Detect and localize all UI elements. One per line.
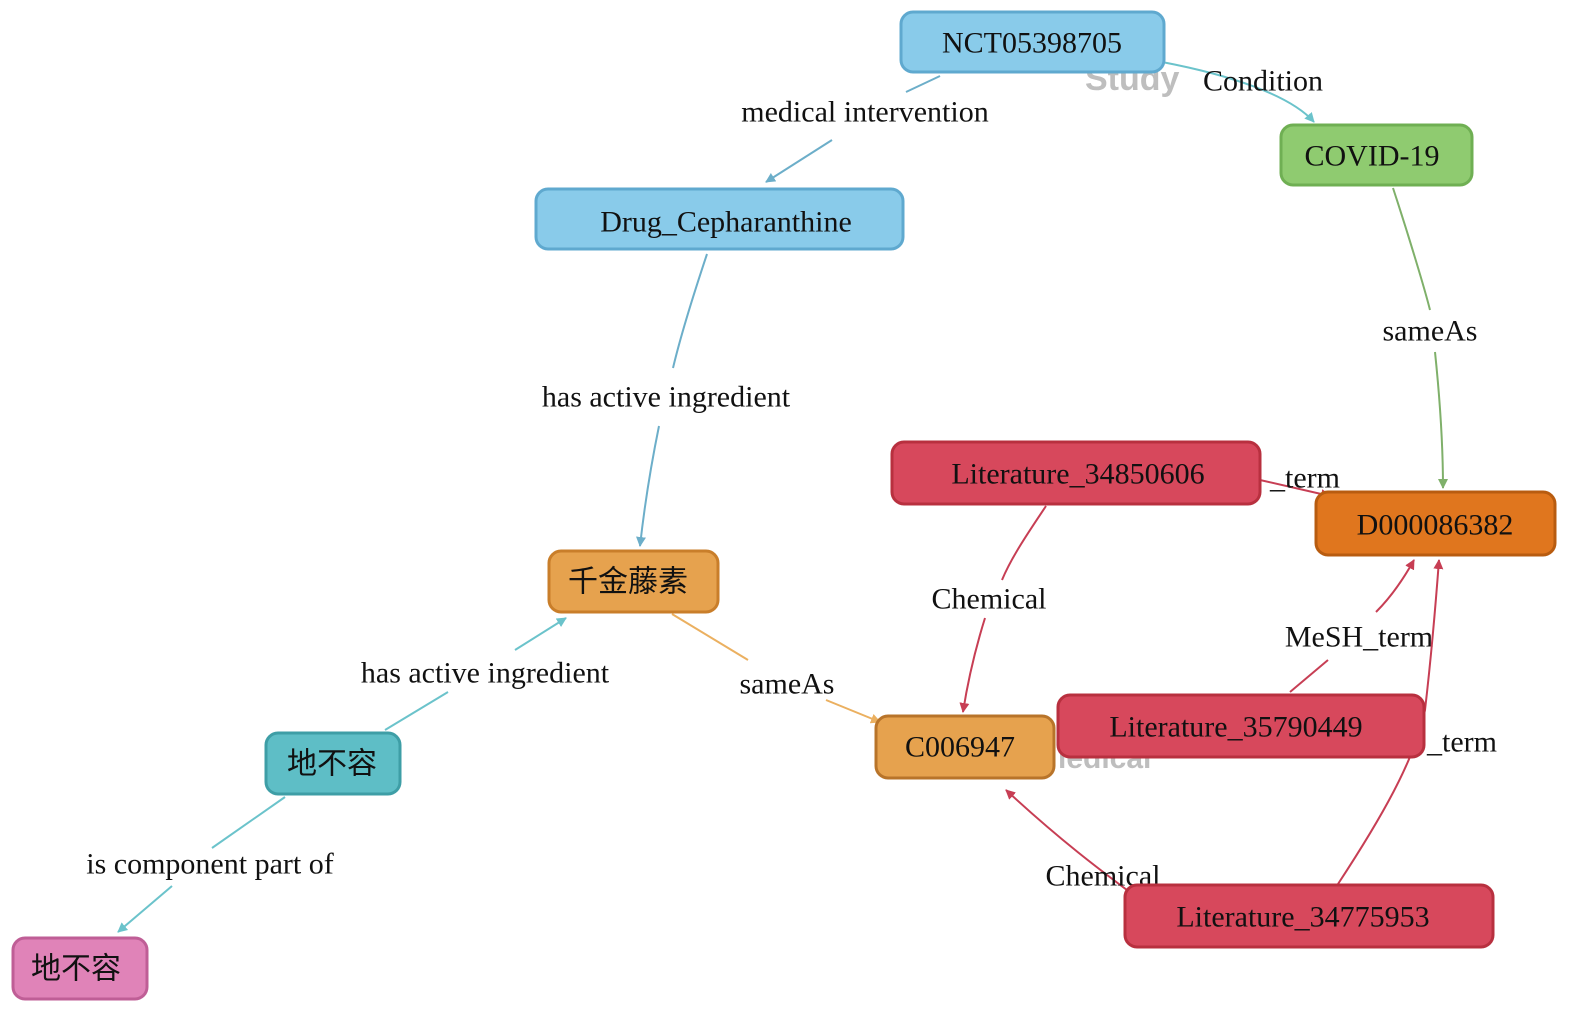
- edge-chemical-2: [1005, 789, 1136, 897]
- node-d000086382[interactable]: D000086382: [1314, 490, 1557, 557]
- edge-same-as-chemical: [825, 699, 881, 724]
- edge-chemical-1: [959, 617, 986, 713]
- edge-medical-intervention: [765, 139, 833, 183]
- node-c006947[interactable]: C006947: [874, 714, 1056, 780]
- node-label-diburong-pink: 地不容: [31, 952, 121, 987]
- node-label-lit-34775953: Literature_34775953: [1176, 901, 1429, 934]
- edge-label-condition: Condition: [1203, 65, 1323, 98]
- node-drug-cepharanthine[interactable]: Drug_Cepharanthine: [534, 187, 905, 251]
- edge-label-term-2: _term: [1426, 726, 1497, 759]
- edge-mesh-term: [1375, 559, 1415, 613]
- node-label-lit-34850606: Literature_34850606: [951, 458, 1204, 491]
- edge-label-chemical-1: Chemical: [932, 583, 1047, 616]
- edge-has-active-ingredient-upper: [672, 253, 708, 369]
- edge-label-medical-intervention: medical intervention: [741, 96, 988, 129]
- edge-label-mesh-term: MeSH_term: [1285, 621, 1433, 654]
- node-literature-34850606[interactable]: Literature_34850606: [890, 440, 1262, 506]
- node-label-qianjin: 千金藤素: [568, 565, 688, 600]
- edge-chemical-1-upper: [1001, 505, 1047, 581]
- edge-label-same-as-chemical: sameAs: [740, 668, 835, 701]
- node-literature-34775953[interactable]: Literature_34775953: [1123, 883, 1495, 949]
- node-label-d000086382: D000086382: [1357, 509, 1514, 542]
- edge-same-as-covid: [1434, 351, 1448, 489]
- edge-medical-intervention-upper: [905, 75, 941, 93]
- node-nct05398705[interactable]: NCT05398705: [899, 10, 1166, 74]
- edge-label-has-active-ingredient-1: has active ingredient: [542, 381, 791, 414]
- node-label-diburong-teal: 地不容: [287, 747, 377, 782]
- edge-mesh-term-lower: [1289, 659, 1329, 693]
- node-label-c006947: C006947: [905, 731, 1015, 764]
- node-label-drug: Drug_Cepharanthine: [600, 206, 852, 239]
- edge-has-active-ingredient-2: [514, 617, 567, 651]
- node-literature-35790449[interactable]: Literature_35790449: [1056, 693, 1426, 759]
- node-covid-19[interactable]: COVID-19: [1279, 123, 1474, 187]
- node-diburong-pink[interactable]: 地不容: [11, 936, 149, 1001]
- edge-label-term-1: _term: [1269, 462, 1340, 495]
- node-label-nct: NCT05398705: [942, 27, 1122, 60]
- node-label-covid: COVID-19: [1305, 140, 1440, 173]
- edge-has-active-ingredient: [636, 425, 660, 547]
- edge-same-as-chemical-upper: [671, 613, 749, 661]
- edge-has-active-ingredient-2-lower: [384, 691, 449, 731]
- node-diburong-teal[interactable]: 地不容: [264, 731, 402, 796]
- node-qianjinteng-su[interactable]: 千金藤素: [547, 549, 720, 614]
- edge-label-same-as-covid: sameAs: [1383, 315, 1478, 348]
- edge-condition: [1161, 61, 1315, 123]
- edge-is-component-part-of-upper: [211, 796, 286, 849]
- node-label-lit-35790449: Literature_35790449: [1109, 711, 1362, 744]
- edge-label-has-active-ingredient-2: has active ingredient: [361, 657, 610, 690]
- edge-same-as-covid-upper: [1392, 187, 1431, 311]
- edge-label-is-component-part-of: is component part of: [86, 848, 333, 881]
- edge-term-1: [1259, 479, 1331, 499]
- edge-is-component-part-of: [117, 885, 173, 933]
